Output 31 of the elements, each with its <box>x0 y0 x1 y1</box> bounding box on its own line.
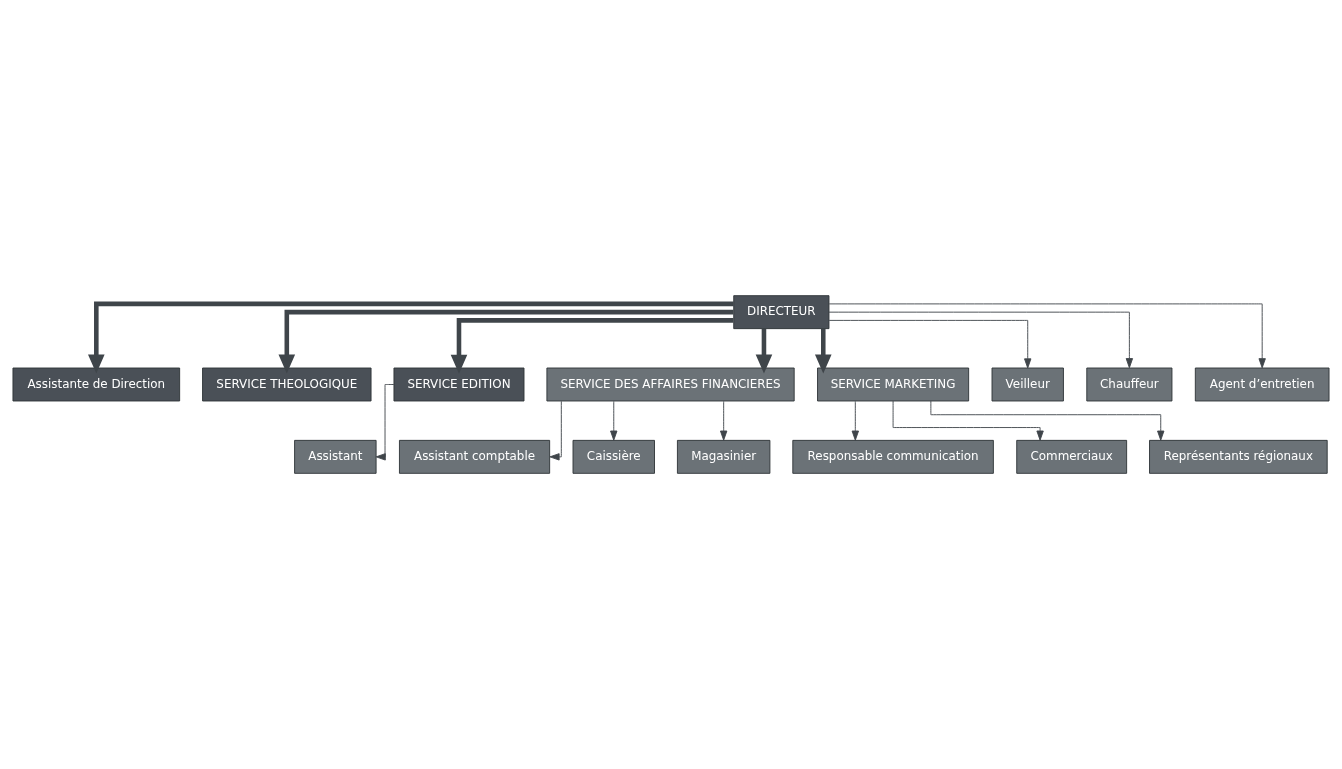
node-box: Magasinier <box>676 439 771 474</box>
arrow <box>278 309 734 374</box>
node-box: DIRECTEUR <box>733 295 830 330</box>
arrow <box>450 318 734 374</box>
arrow <box>814 328 832 374</box>
arrow <box>610 400 618 441</box>
arrow <box>930 400 1165 441</box>
node-box: Assistant comptable <box>399 439 551 474</box>
arrow <box>828 311 1134 369</box>
node-box: SERVICE DES AFFAIRES FINANCIERES <box>546 367 795 402</box>
node-box: Agent d’entretien <box>1194 367 1330 402</box>
arrow <box>755 328 773 374</box>
node-box: Caissière <box>572 439 655 474</box>
arrow <box>88 301 734 374</box>
node-box: Assistant <box>294 439 377 474</box>
arrow <box>549 400 562 461</box>
arrow <box>851 400 859 441</box>
node-box: Responsable communication <box>792 439 994 474</box>
node-box: Assistante de Direction <box>12 367 181 402</box>
node-box: SERVICE EDITION <box>393 367 525 402</box>
node-box: SERVICE MARKETING <box>817 367 970 402</box>
node-box: Chauffeur <box>1086 367 1173 402</box>
node-box: SERVICE THEOLOGIQUE <box>202 367 372 402</box>
arrow <box>892 400 1044 441</box>
node-box: Veilleur <box>991 367 1064 402</box>
arrow <box>828 319 1032 369</box>
node-box: Représentants régionaux <box>1149 439 1328 474</box>
arrow <box>720 400 728 441</box>
arrow <box>828 303 1266 369</box>
arrow <box>375 384 395 461</box>
node-box: Commerciaux <box>1016 439 1128 474</box>
